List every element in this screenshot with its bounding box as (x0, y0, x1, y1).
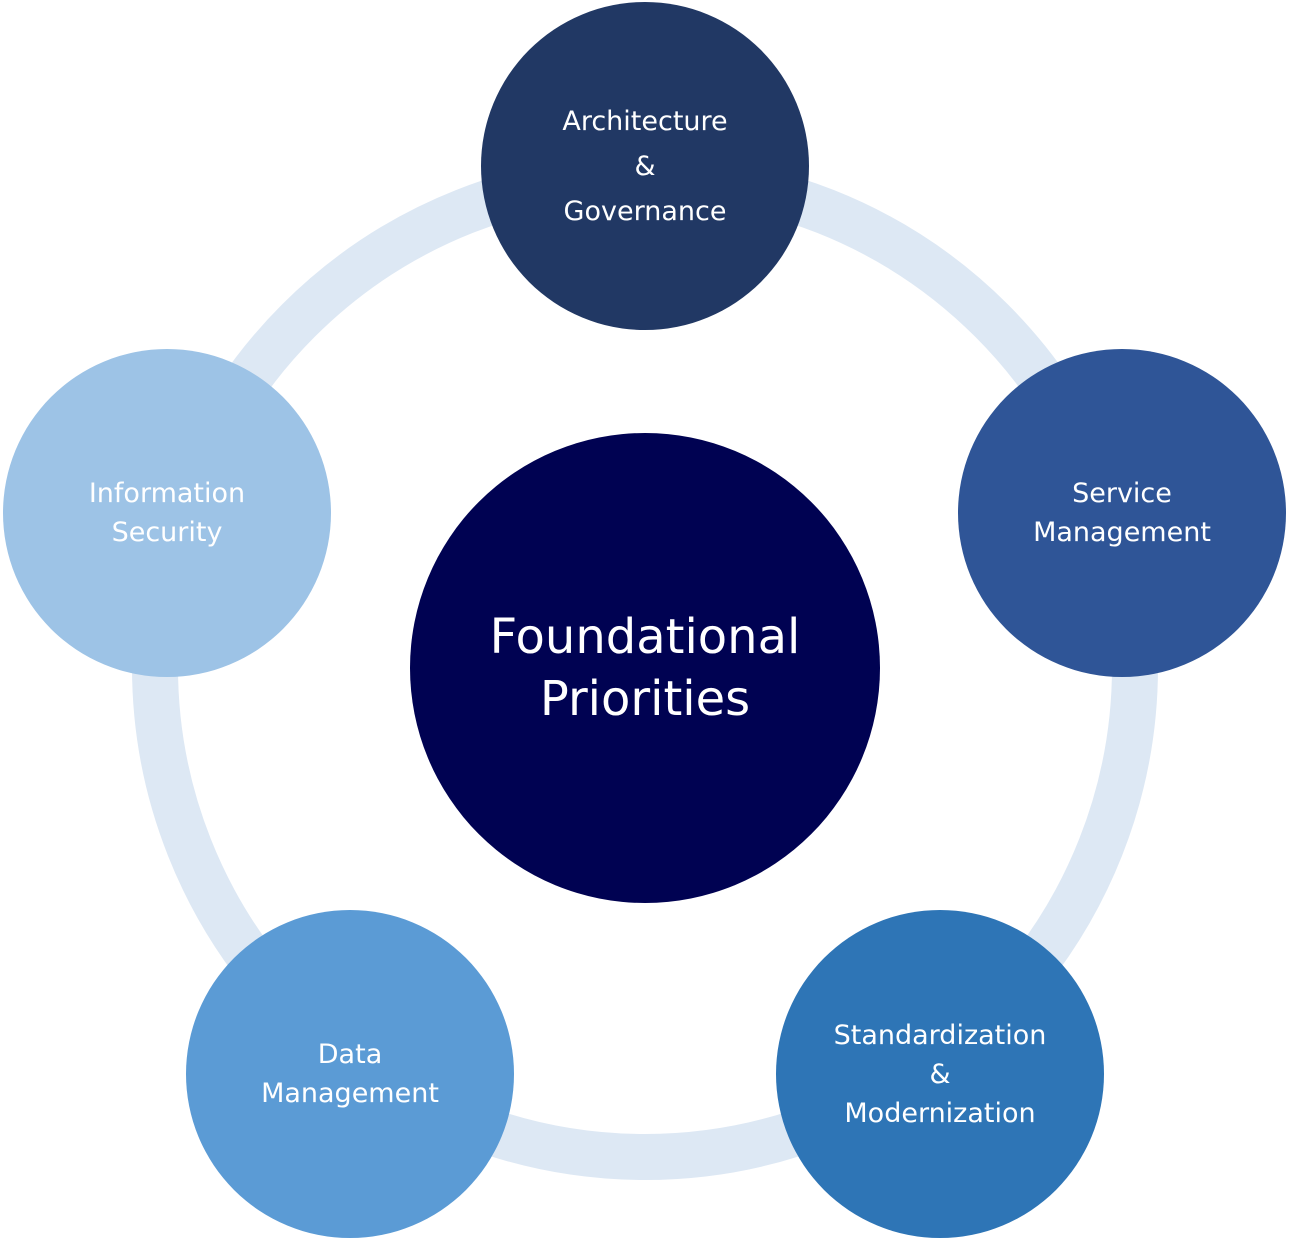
node-information-security: Information Security (3, 349, 331, 677)
node-label-line: Architecture (562, 105, 728, 137)
node-label-line: Data (317, 1039, 383, 1070)
node-service-management: Service Management (958, 349, 1286, 677)
center-node-foundational-priorities: Foundational Priorities (410, 433, 880, 903)
node-label-line: Security (111, 517, 223, 548)
node-architecture-governance: Architecture & Governance (481, 2, 809, 330)
node-label-line: Information (88, 478, 246, 509)
node-label-line: Management (261, 1078, 439, 1109)
node-label-line: Management (1033, 517, 1211, 548)
node-label-line: Governance (563, 195, 727, 227)
node-label-line: Standardization (833, 1019, 1047, 1051)
node-label-line: & (634, 150, 656, 182)
center-title-line-1: Foundational (489, 609, 801, 665)
node-label-line: Service (1072, 478, 1172, 509)
node-label-line: Modernization (844, 1097, 1036, 1129)
node-standardization-modernization: Standardization & Modernization (776, 910, 1104, 1238)
node-label-line: & (929, 1058, 951, 1090)
node-data-management: Data Management (186, 910, 514, 1238)
center-title-line-2: Priorities (539, 671, 751, 727)
